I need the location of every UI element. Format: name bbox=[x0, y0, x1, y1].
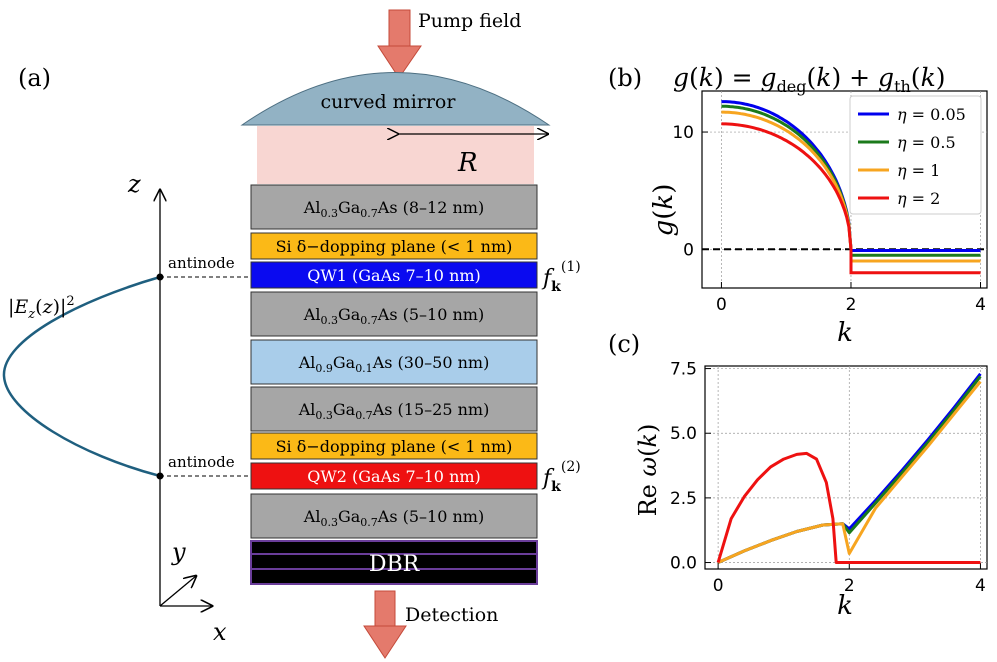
series-b-2 bbox=[721, 110, 981, 263]
layer-dbr-text: DBR bbox=[369, 552, 421, 577]
detection-label: Detection bbox=[405, 604, 498, 626]
plot-b-xlabel: k bbox=[837, 318, 853, 348]
plot-b-ylabel: g(k) bbox=[649, 184, 679, 237]
field-label: |Ez(z)|2 bbox=[8, 294, 75, 322]
ytick-label-0: 0 bbox=[683, 240, 694, 260]
xtick-label-2: 4 bbox=[975, 295, 986, 315]
layer-algaas-top bbox=[250, 184, 538, 230]
layer-qw2 bbox=[250, 462, 538, 490]
legend-eta-1: η = 1 bbox=[897, 161, 940, 180]
xtick-label-0: 0 bbox=[713, 576, 724, 596]
xtick-label-1: 2 bbox=[846, 295, 857, 315]
plot-b-legend: η = 0.05 η = 0.5 η = 1 η = 2 bbox=[849, 95, 982, 215]
radius-label: R bbox=[457, 148, 478, 178]
cavity-region bbox=[257, 126, 534, 184]
legend-eta-005: η = 0.05 bbox=[897, 105, 966, 124]
antinode-label-2: antinode bbox=[168, 453, 235, 471]
layer-qw1 bbox=[250, 261, 538, 289]
pump-field-label: Pump field bbox=[418, 10, 521, 32]
plot-c-data: 0 2 4 0.0 2.5 5.0 7.5 bbox=[670, 360, 987, 596]
panel-a: (a) Pump field curved mirror R z x y |Ez… bbox=[2, 9, 581, 659]
f-k-2-label: fk(2) bbox=[541, 459, 581, 495]
xtick-label-2: 4 bbox=[975, 576, 986, 596]
layer-al09-text: Al0.9Ga0.1As (30–50 nm) bbox=[298, 353, 490, 375]
panel-c: (c) 0 2 4 0.0 2.5 5.0 7.5 Re ω(k) k bbox=[608, 330, 988, 621]
layer-qw2-text: QW2 (GaAs 7–10 nm) bbox=[307, 467, 481, 486]
layer-algaas-top-text: Al0.3Ga0.7As (8–12 nm) bbox=[303, 198, 484, 220]
ytick-label-1: 2.5 bbox=[670, 489, 697, 509]
pump-arrow bbox=[377, 9, 422, 79]
series-c-3 bbox=[716, 451, 981, 564]
ytick-label-2: 5.0 bbox=[670, 424, 697, 444]
layer-si-doping-2 bbox=[250, 432, 538, 460]
field-profile-curve bbox=[2, 275, 161, 478]
layer-algaas-3 bbox=[250, 386, 538, 432]
detection-arrow bbox=[363, 590, 407, 659]
layer-si-doping-1-text: Si δ−dopping plane (< 1 nm) bbox=[276, 237, 513, 256]
plot-c-ylabel: Re ω(k) bbox=[634, 424, 662, 517]
layer-dbr bbox=[250, 540, 538, 585]
layer-algaas-2-text: Al0.3Ga0.7As (5–10 nm) bbox=[303, 305, 484, 327]
layer-algaas-bottom bbox=[250, 493, 538, 539]
plot-c-xlabel: k bbox=[837, 591, 853, 621]
ytick-label-0: 0.0 bbox=[670, 554, 697, 574]
ytick-label-1: 10 bbox=[672, 123, 694, 143]
layer-al09 bbox=[250, 339, 538, 385]
svg-text:|Ez(z)|2: |Ez(z)|2 bbox=[8, 294, 75, 322]
layer-si-doping-2-text: Si δ−dopping plane (< 1 nm) bbox=[276, 437, 513, 456]
plot-c-frame bbox=[704, 365, 988, 570]
layer-algaas-2 bbox=[250, 291, 538, 337]
y-axis-label: y bbox=[171, 538, 186, 566]
panel-c-label: (c) bbox=[608, 330, 640, 358]
layer-qw1-text: QW1 (GaAs 7–10 nm) bbox=[307, 266, 481, 285]
xtick-label-0: 0 bbox=[716, 295, 727, 315]
y-axis bbox=[159, 576, 196, 607]
legend-eta-2: η = 2 bbox=[897, 189, 940, 208]
f-k-1-label: fk(1) bbox=[541, 259, 581, 295]
layer-si-doping-1 bbox=[250, 232, 538, 260]
x-axis-label: x bbox=[213, 618, 227, 646]
series-c-2 bbox=[717, 380, 982, 564]
layer-algaas-3-text: Al0.3Ga0.7As (15–25 nm) bbox=[298, 400, 490, 422]
ytick-label-3: 7.5 bbox=[670, 360, 697, 380]
layer-algaas-bottom-text: Al0.3Ga0.7As (5–10 nm) bbox=[303, 507, 484, 529]
mirror-label: curved mirror bbox=[321, 91, 457, 113]
antinode-label-1: antinode bbox=[168, 254, 235, 272]
layer-stack: Al0.3Ga0.7As (8–12 nm) Si δ−dopping plan… bbox=[250, 184, 538, 585]
z-axis-label: z bbox=[127, 170, 141, 198]
panel-b-label: (b) bbox=[608, 64, 642, 92]
plot-b-frame bbox=[701, 90, 988, 289]
panel-a-label: (a) bbox=[18, 64, 51, 92]
legend-eta-05: η = 0.5 bbox=[897, 133, 956, 152]
plot-b-data: 0 2 4 0 10 bbox=[672, 91, 987, 315]
series-b-3 bbox=[721, 122, 981, 275]
curved-mirror bbox=[240, 72, 551, 126]
xtick-label-1: 2 bbox=[844, 576, 855, 596]
